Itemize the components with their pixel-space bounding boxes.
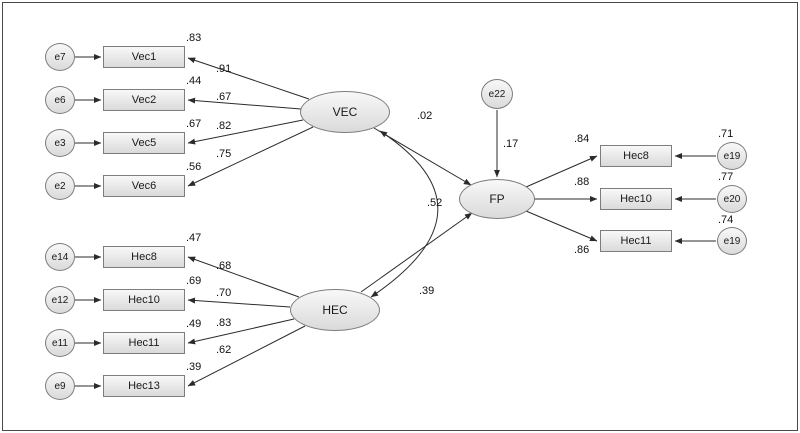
error-circle: e12	[45, 286, 75, 314]
indicator-box: Hec13	[103, 375, 185, 397]
r2-label: .71	[718, 128, 734, 140]
loading-label: .91	[216, 63, 232, 75]
path-label-e22-fp: .17	[503, 138, 519, 150]
error-circle: e14	[45, 243, 75, 271]
indicator-box: Vec6	[103, 175, 185, 197]
path-label-vec-hec-covariance: .52	[427, 197, 443, 209]
disturbance-circle: e22	[481, 79, 513, 109]
indicator-box: Hec11	[600, 230, 672, 252]
error-circle: e20	[717, 185, 747, 213]
loading-label: .83	[216, 317, 232, 329]
r2-label: .69	[186, 275, 202, 287]
loading-label: .68	[216, 260, 232, 272]
r2-label: .83	[186, 32, 202, 44]
indicator-box: Vec2	[103, 89, 185, 111]
error-circle: e19	[717, 227, 747, 255]
indicator-box: Hec8	[103, 246, 185, 268]
r2-label: .74	[718, 214, 734, 226]
indicator-box: Vec5	[103, 132, 185, 154]
path-label-vec-fp: .02	[417, 110, 433, 122]
r2-label: .44	[186, 75, 202, 87]
loading-label: .86	[574, 244, 590, 256]
indicator-box: Hec11	[103, 332, 185, 354]
error-circle: e3	[45, 129, 75, 157]
loading-label: .70	[216, 287, 232, 299]
latent-vec-ellipse: VEC	[300, 91, 390, 133]
r2-label: .49	[186, 318, 202, 330]
error-circle: e11	[45, 329, 75, 357]
error-circle: e9	[45, 372, 75, 400]
indicator-box: Hec8	[600, 145, 672, 167]
latent-hec-ellipse: HEC	[290, 289, 380, 331]
indicator-box: Hec10	[103, 289, 185, 311]
r2-label: .39	[186, 361, 202, 373]
loading-label: .67	[216, 91, 232, 103]
loading-label: .84	[574, 133, 590, 145]
r2-label: .77	[718, 171, 734, 183]
error-circle: e6	[45, 86, 75, 114]
error-circle: e7	[45, 43, 75, 71]
loading-label: .62	[216, 344, 232, 356]
loading-label: .82	[216, 120, 232, 132]
latent-fp-ellipse: FP	[459, 179, 535, 219]
indicator-box: Hec10	[600, 188, 672, 210]
r2-label: .56	[186, 161, 202, 173]
error-circle: e19	[717, 142, 747, 170]
r2-label: .67	[186, 118, 202, 130]
loading-label: .75	[216, 148, 232, 160]
path-label-hec-fp: .39	[419, 285, 435, 297]
loading-label: .88	[574, 176, 590, 188]
error-circle: e2	[45, 172, 75, 200]
indicator-box: Vec1	[103, 46, 185, 68]
r2-label: .47	[186, 232, 202, 244]
